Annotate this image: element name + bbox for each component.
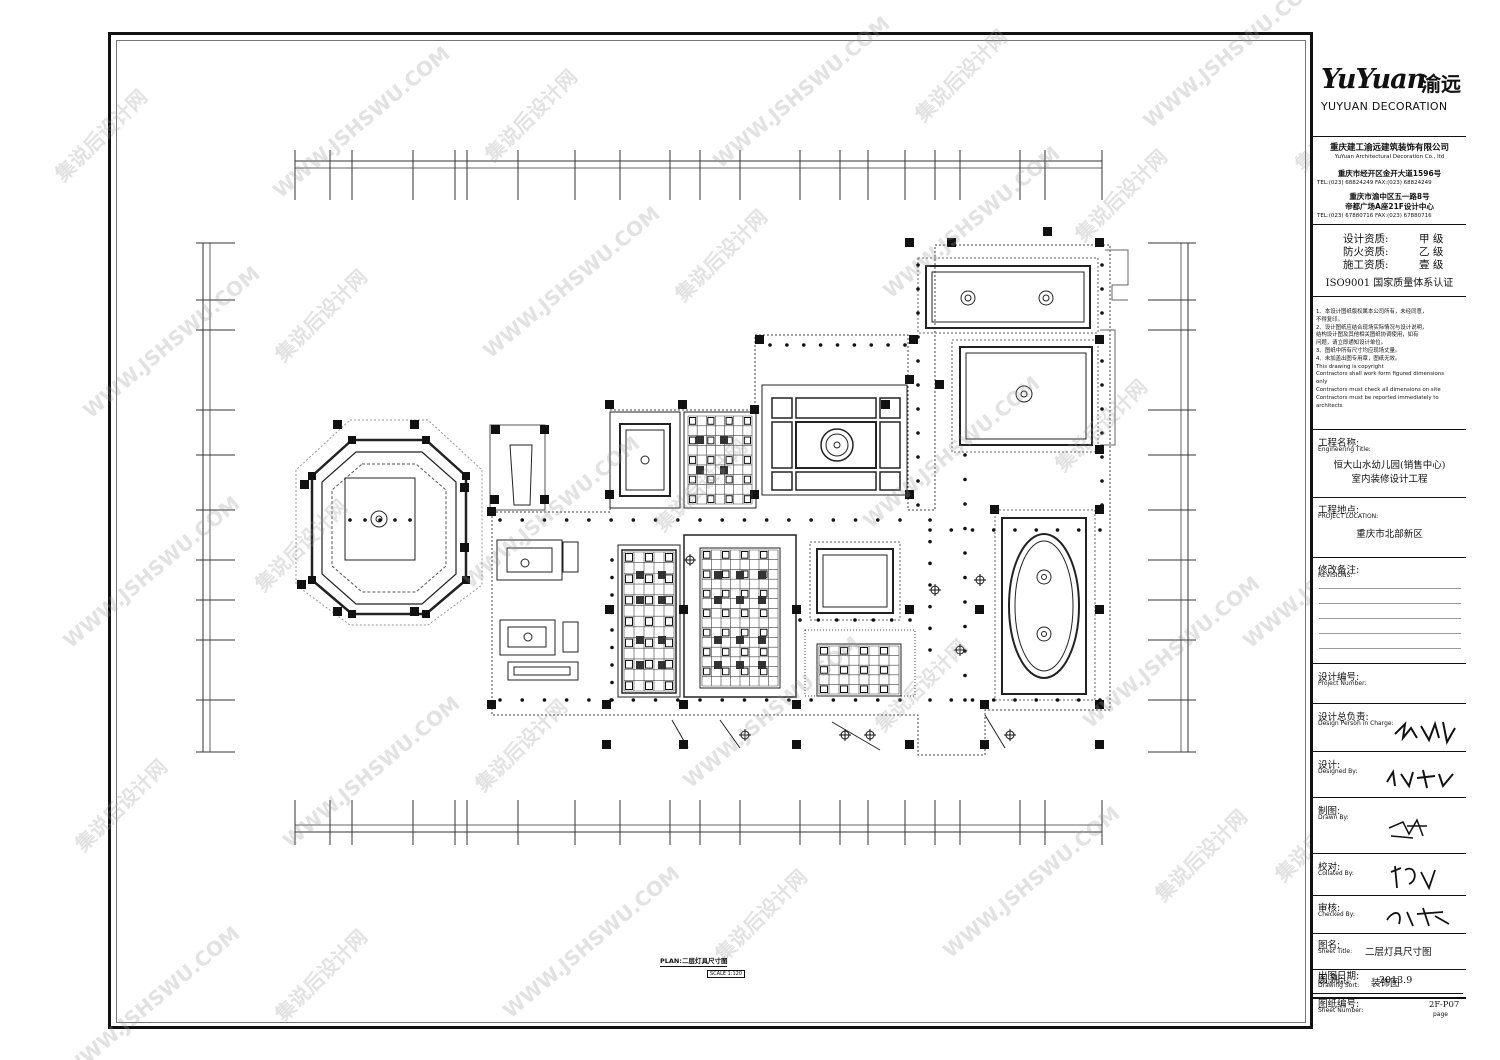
qualification-label: 设计资质: — [1343, 233, 1389, 245]
note-line: 不得复印。 — [1316, 316, 1343, 323]
project-number-label: 设计编号: — [1318, 672, 1360, 683]
designed-by-label-en: Designed By: — [1318, 768, 1358, 775]
issue-date-label-en: Issue Date: — [1318, 979, 1352, 986]
signature-checker — [1386, 907, 1450, 927]
issue-date-value: 2013.9 — [1379, 975, 1413, 986]
revision-line — [1319, 633, 1461, 634]
sheet-number-value: 2F-P07 — [1429, 1000, 1460, 1010]
checked-by-label-en: Checked By: — [1318, 911, 1355, 918]
location-label: 工程地点: — [1318, 505, 1360, 516]
signature-drafter — [1388, 818, 1427, 839]
drawn-by-label: 制图: — [1318, 806, 1341, 817]
checked-by-label: 审核: — [1318, 903, 1341, 914]
company-logo-cn: 渝远 — [1421, 72, 1461, 96]
engineering-title: 恒大山水幼儿园(销售中心) — [1333, 460, 1446, 471]
drawn-by-label-en: Drawn By: — [1318, 814, 1349, 821]
company-info: 重庆建工渝远建筑装饰有限公司 YuYuan Architectural Deco… — [1313, 137, 1466, 225]
note-line: 2、设计图纸应结合现场实际情况与设计说明， — [1316, 324, 1428, 331]
spacer — [1313, 998, 1466, 999]
location-section: 工程地点: PROJECT LOCATION: 重庆市北部新区 — [1313, 498, 1466, 558]
signature-designer — [1386, 769, 1454, 789]
designed-by-section: 设计: Designed By: — [1313, 752, 1466, 798]
qualification-label: 施工资质: — [1343, 259, 1389, 271]
company-tel-1: TEL:(023) 68824249 FAX:(023) 68824249 — [1317, 180, 1432, 186]
note-line: only — [1316, 379, 1328, 386]
collated-by-label: 校对: — [1318, 862, 1341, 873]
note-line: Contractors must check all dimensions on… — [1316, 386, 1441, 393]
company-address-2a: 重庆市渝中区五一路8号 — [1349, 192, 1430, 201]
drawing-inner-frame — [116, 40, 1306, 1023]
note-line: 结构设计图及其他相关图纸协调使用，如有 — [1316, 332, 1419, 339]
qualification-label: 防火资质: — [1343, 246, 1389, 258]
title-block: YuYuan 渝远 YUYUAN DECORATION 重庆建工渝远建筑装饰有限… — [1310, 32, 1466, 1029]
signature-design-person — [1394, 720, 1456, 745]
qualification-value: 壹 级 — [1419, 259, 1444, 271]
engineering-label: 工程名称: — [1318, 438, 1360, 449]
location-value: 重庆市北部新区 — [1356, 529, 1423, 540]
company-name-en: YuYuan Architectural Decoration Co., ltd — [1334, 154, 1445, 160]
designed-by-label: 设计: — [1318, 760, 1341, 771]
note-line: Contractors must be reported immediately… — [1316, 394, 1439, 401]
engineering-subtitle: 室内装修设计工程 — [1351, 474, 1428, 485]
revisions-label-en: REVISIONS: — [1318, 572, 1353, 579]
design-person-label: 设计总负责: — [1318, 712, 1369, 723]
revision-line — [1319, 618, 1461, 619]
company-logo-en: YUYUAN DECORATION — [1321, 100, 1448, 113]
qualification-value: 乙 级 — [1419, 246, 1444, 258]
company-logo: YuYuan — [1321, 64, 1426, 95]
location-label-en: PROJECT LOCATION: — [1318, 513, 1379, 520]
sheet-title-value: 二层灯具尺寸图 — [1365, 947, 1432, 958]
sheet-title-section: 图名: Sheet Title: 二层灯具尺寸图 — [1313, 934, 1466, 970]
plan-scale: SCALE 1:120 — [707, 970, 746, 978]
plan-title: PLAN:二层灯具尺寸图 — [660, 957, 728, 967]
drawing-sort-section: 图 别: Drawing Sort: 装饰图 — [1313, 970, 1466, 998]
revision-line — [1319, 603, 1461, 604]
checked-by-section: 审核: Checked By: — [1313, 896, 1466, 934]
drawing-sort-label: 图 别: — [1318, 974, 1344, 985]
note-line: 4、未加盖出图专用章，图纸无效。 — [1316, 355, 1401, 362]
sheet-title-label-en: Sheet Title: — [1318, 948, 1353, 955]
engineering-section: 工程名称: Engineering Title: 恒大山水幼儿园(销售中心) 室… — [1313, 430, 1466, 498]
collated-by-label-en: Collated By: — [1318, 870, 1354, 877]
issue-date-label: 出图日期: — [1318, 971, 1360, 982]
design-person-section: 设计总负责: Design Person in Charge: — [1313, 704, 1466, 752]
logo-section: YuYuan 渝远 YUYUAN DECORATION — [1313, 32, 1466, 137]
project-number-section: 设计编号: Project Number: — [1313, 664, 1466, 704]
note-line: This drawing is copyright — [1316, 363, 1384, 370]
sheet-number-label-en: Sheet Number: — [1318, 1007, 1364, 1014]
notes-list: 1、本设计图纸版权属本公司所有，未经同意， 不得复印。2、设计图纸应结合现场实际… — [1316, 309, 1466, 410]
company-address-1: 重庆市经开区金开大道1596号 — [1337, 169, 1442, 178]
revision-line — [1319, 588, 1461, 589]
collated-by-section: 校对: Collated By: — [1313, 854, 1466, 896]
drawing-sort-value: 装饰图 — [1371, 978, 1400, 989]
note-line: 1、本设计图纸版权属本公司所有，未经同意， — [1316, 309, 1428, 315]
company-address-2b: 帝都广场A座21F设计中心 — [1345, 202, 1434, 211]
sheet-title-label: 图名: — [1318, 940, 1341, 951]
drawing-frame — [108, 32, 1466, 1029]
note-line: 3、图纸中所有尺寸均应现场丈量。 — [1316, 347, 1401, 354]
sheet-page-label: page — [1433, 1011, 1448, 1018]
qualifications: 设计资质: 甲 级 防火资质: 乙 级 施工资质: 壹 级 ISO9001 国家… — [1313, 225, 1466, 297]
sheet-number-section: 图纸编号: Sheet Number: 2F-P07 page — [1313, 994, 1463, 1026]
drawn-by-section: 制图: Drawn By: — [1313, 798, 1466, 854]
signature-collator — [1390, 865, 1436, 891]
revisions-section: 修改备注: REVISIONS: — [1313, 558, 1466, 664]
design-person-label-en: Design Person in Charge: — [1318, 720, 1394, 727]
notes-section: 1、本设计图纸版权属本公司所有，未经同意， 不得复印。2、设计图纸应结合现场实际… — [1313, 297, 1466, 430]
revisions-label: 修改备注: — [1318, 565, 1360, 576]
company-name: 重庆建工渝远建筑装饰有限公司 — [1329, 143, 1449, 153]
project-number-label-en: Project Number: — [1318, 680, 1367, 687]
note-line: 问题，请立即通知设计单位。 — [1316, 340, 1387, 347]
note-line: architects — [1316, 402, 1343, 409]
sheet-number-label: 图纸编号: — [1318, 999, 1360, 1010]
company-tel-2: TEL:(023) 67880716 FAX:(023) 67880716 — [1317, 213, 1432, 219]
issue-date-section: 出图日期: Issue Date: 2013.9 — [1313, 966, 1463, 994]
engineering-label-en: Engineering Title: — [1318, 446, 1371, 453]
note-line: Contractors shall work form figured dime… — [1316, 371, 1445, 378]
iso-certification: ISO9001 国家质量体系认证 — [1325, 278, 1454, 289]
drawing-sort-label-en: Drawing Sort: — [1318, 982, 1360, 989]
revision-line — [1319, 648, 1461, 649]
qualification-value: 甲 级 — [1419, 233, 1444, 245]
